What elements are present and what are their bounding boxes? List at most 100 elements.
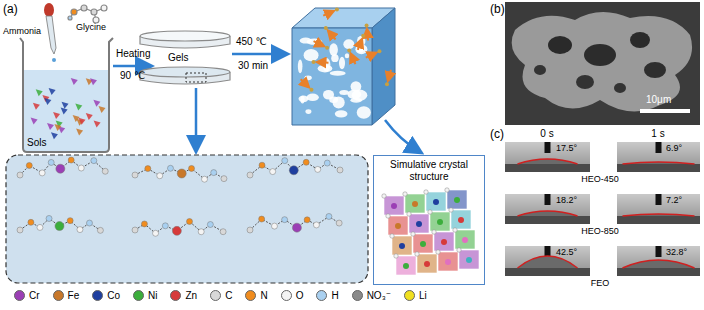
dropper: [44, 3, 56, 62]
gas-arrow: [351, 55, 355, 64]
camera-frame: [617, 142, 700, 172]
sol-particle: [99, 106, 106, 113]
gas-molecule: [311, 60, 315, 64]
ligand-atom: [313, 222, 319, 228]
ligand-atom: [198, 229, 204, 235]
oxygen-site: [386, 214, 390, 218]
ligand-atom: [315, 166, 321, 172]
substrate: [617, 216, 700, 224]
gas-molecule: [361, 34, 365, 38]
legend-swatch: [316, 290, 327, 301]
oxygen-site: [390, 234, 394, 238]
legend-text: Li: [419, 290, 427, 301]
lattice-cell: [459, 250, 479, 269]
sol-species: [31, 78, 106, 139]
sol-particle: [44, 98, 51, 105]
ligand-atom: [247, 172, 253, 178]
box-title: Simulative crystal structure: [378, 159, 480, 182]
droplet-outline: [518, 211, 578, 216]
needle: [656, 194, 662, 205]
porous-cube: [292, 8, 395, 125]
sol-particle: [54, 124, 61, 131]
lattice-cell: [438, 252, 458, 271]
gas-arrow: [366, 53, 375, 57]
ligand-atom: [28, 219, 34, 225]
gas-molecule: [365, 24, 369, 28]
petri-dishes: [140, 31, 230, 84]
ligand-atom: [46, 215, 52, 221]
cation-site: [391, 203, 397, 209]
zoom-region: [186, 73, 206, 82]
gas-molecule: [347, 48, 351, 52]
ligand-atom: [157, 173, 163, 179]
gas-molecule: [324, 26, 328, 30]
sol-particle: [51, 132, 58, 139]
lattice-cell: [451, 210, 471, 229]
oxygen-site: [453, 228, 457, 232]
sol-particle: [76, 128, 83, 135]
ligand-atom: [91, 158, 97, 164]
gel-panel: [6, 155, 368, 283]
structure-box: Simulative crystal structure: [373, 155, 485, 285]
pore: [352, 90, 368, 101]
ligand-atom: [282, 217, 288, 223]
ligand-atom: [201, 176, 207, 182]
pore: [298, 60, 303, 74]
ligand-atom: [270, 169, 276, 175]
contact-angle-images: [505, 142, 700, 276]
cation-site: [399, 243, 405, 249]
legend-text: Zn: [185, 290, 197, 301]
ligand-atom: [37, 224, 43, 230]
gas-arrow: [367, 31, 368, 41]
ligand-atom: [220, 229, 226, 235]
lattice-cell: [384, 196, 404, 215]
cation-site: [433, 199, 439, 205]
cation-site: [395, 223, 401, 229]
lattice-cell: [430, 212, 450, 231]
process-arrow: [113, 65, 150, 68]
legend-swatch: [245, 290, 256, 301]
legend-text: H: [331, 290, 338, 301]
gel-chains: [17, 157, 343, 236]
legend-item: Fe: [53, 290, 80, 301]
oxygen-site: [403, 192, 407, 196]
figure-label: (a): [3, 3, 18, 17]
lattice-cell: [434, 232, 454, 251]
oxygen-site: [449, 208, 453, 212]
figure-label: Heating: [116, 48, 150, 60]
ligand-atom: [78, 165, 84, 171]
cation-site: [454, 197, 460, 203]
lattice-cell: [447, 190, 467, 209]
figure-label: 450 ℃: [236, 36, 267, 48]
oxygen-site: [457, 248, 461, 252]
ligand-atom: [282, 158, 288, 164]
figure-label: (c): [490, 128, 504, 142]
substrate: [617, 268, 700, 276]
ligand-atom: [162, 223, 168, 229]
oxygen-site: [445, 188, 449, 192]
pore: [318, 65, 333, 73]
figure-label: HEO-850: [581, 226, 619, 236]
legend-swatch: [281, 290, 292, 301]
droplet-outline: [518, 256, 578, 268]
oxygen-site: [382, 194, 386, 198]
gas-arrow: [314, 41, 323, 45]
cation-site: [445, 259, 451, 265]
ligand-atom: [211, 170, 217, 176]
sol-particle: [33, 103, 40, 110]
legend-swatch: [352, 290, 363, 301]
pore: [329, 43, 338, 56]
lattice-cell: [405, 194, 425, 213]
legend-text: NO₃⁻: [367, 290, 391, 301]
gas-arrow: [388, 70, 391, 80]
cation-site: [462, 237, 468, 243]
pore: [307, 38, 323, 44]
sol-particle: [47, 123, 54, 130]
legend-text: Co: [107, 290, 120, 301]
gas-molecule: [335, 8, 339, 12]
camera-frame: [505, 142, 590, 172]
lattice-cell: [413, 234, 433, 253]
legend-swatch: [14, 290, 25, 301]
legend-swatch: [133, 290, 144, 301]
pore: [329, 96, 338, 102]
